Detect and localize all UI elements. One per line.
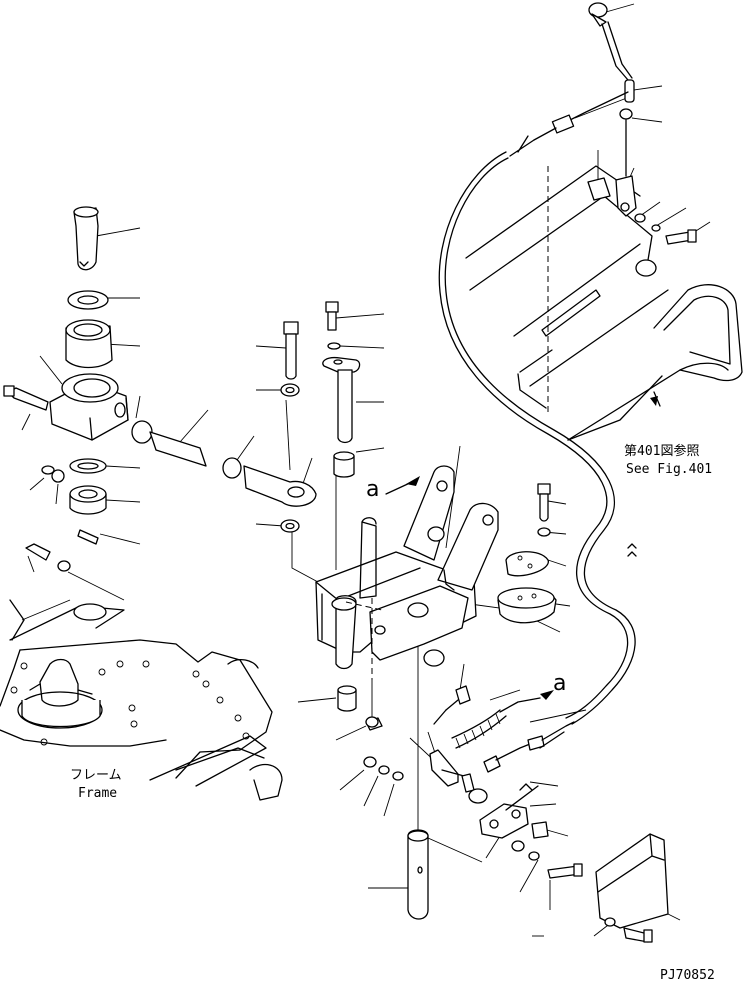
throttle-cable (438, 91, 637, 725)
figure-reference-jp: 第401図参照 (624, 444, 700, 459)
view-marker-a-lower: a (553, 671, 567, 696)
control-lever (588, 2, 635, 177)
bottom-cover (595, 833, 669, 943)
frame-label-en: Frame (78, 786, 118, 801)
fig401-bracket (465, 165, 743, 441)
view-marker-a-upper: a (366, 477, 380, 502)
rod-end-assembly (222, 321, 317, 533)
left-pivot-assembly (3, 206, 207, 572)
frame-holes (10, 660, 250, 746)
main-bracket (315, 465, 499, 680)
frame (0, 599, 283, 801)
lower-center-parts (337, 685, 429, 920)
drawing-code: PJ70852 (660, 968, 715, 983)
figure-reference-en: See Fig.401 (626, 462, 713, 477)
center-pin-assembly (322, 301, 361, 478)
top-right-small-parts (587, 175, 697, 245)
right-center-parts (497, 483, 557, 624)
frame-label-jp: フレーム (70, 768, 122, 783)
spring-cable-link (429, 685, 583, 879)
leader-lines (21, 3, 711, 943)
